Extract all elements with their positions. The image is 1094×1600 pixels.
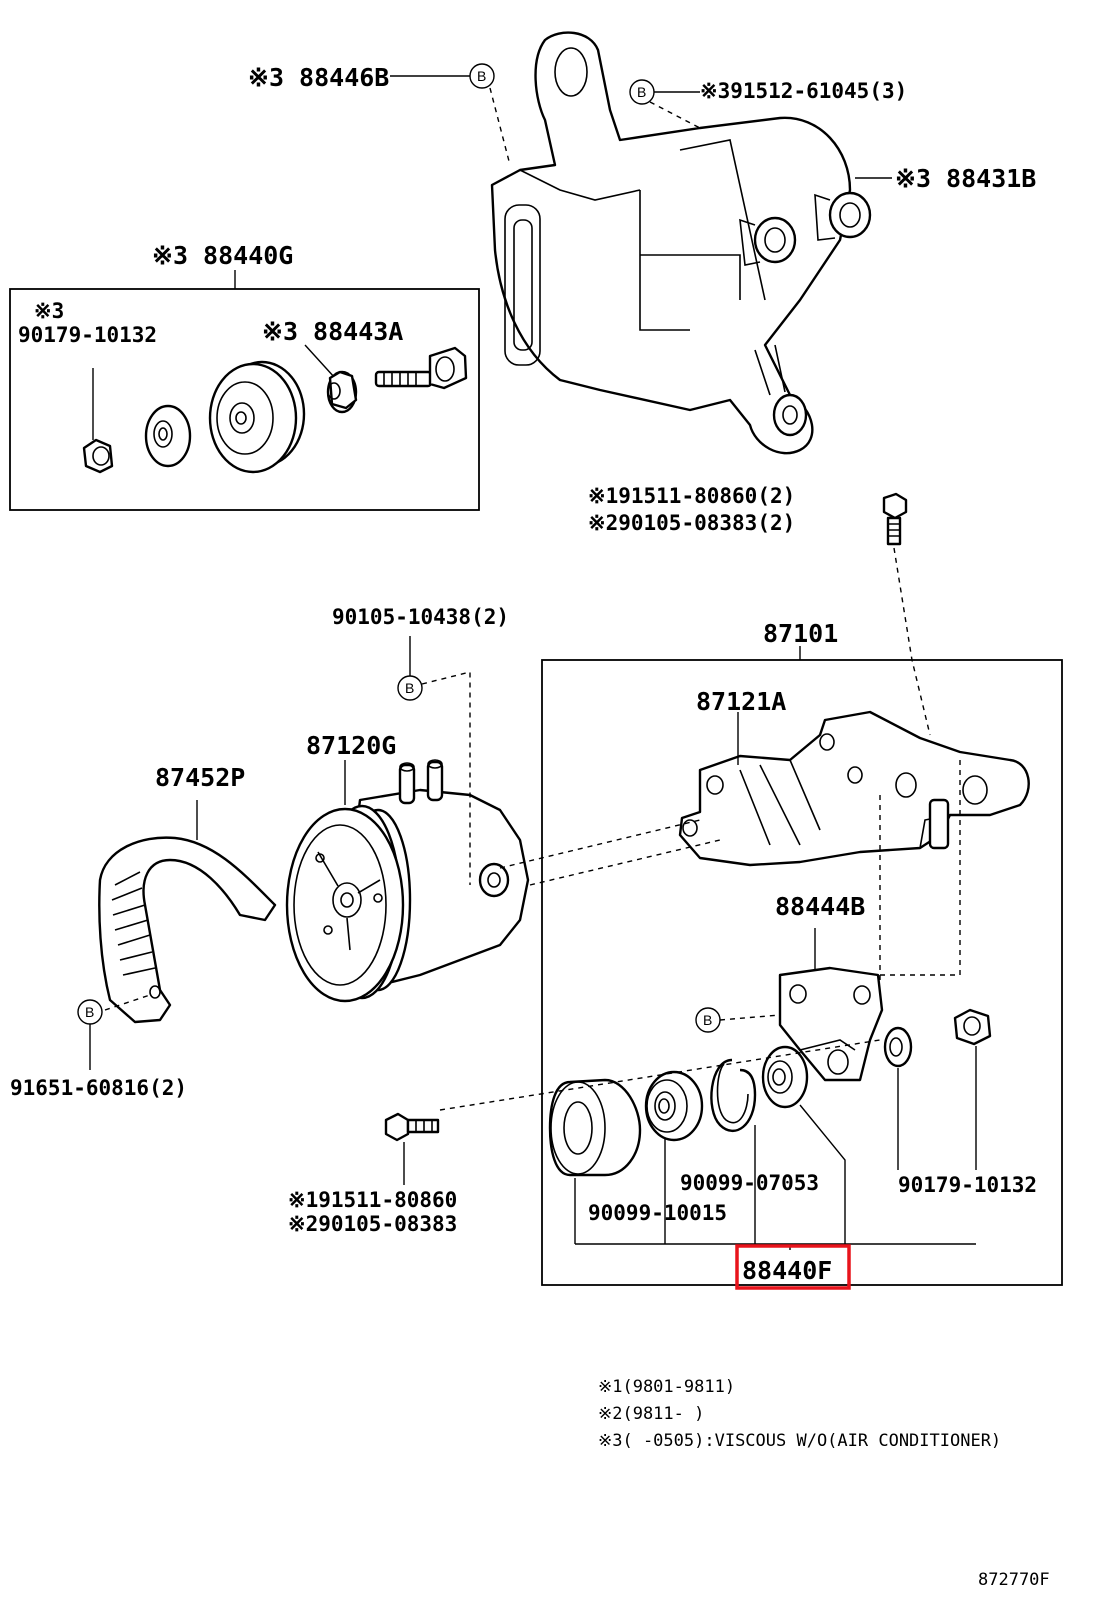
belt-guard-87452p [98,836,277,1024]
bolt-stud [374,346,468,390]
label-90179-10132-a: 90179-10132 [18,323,157,347]
label-90099-10015: 90099-10015 [588,1201,727,1225]
nut-90179-10132 [953,1008,992,1046]
label-90179-10132-b: 90179-10132 [898,1173,1037,1197]
note-1: ※1(9801-9811) [598,1377,735,1397]
label-90105-10438: 90105-10438(2) [332,605,509,629]
label-87452p: 87452P [155,763,245,792]
label-88444b: 88444B [775,892,865,921]
label-87101: 87101 [763,619,838,648]
label-90105-08383-top: ※290105-08383(2) [588,511,795,535]
bolt-marker-label: B [703,1012,712,1028]
label-90179-mark: ※3 [34,299,64,323]
label-88440f[interactable]: 88440F [742,1256,832,1285]
label-91511-80860-bottom: ※191511-80860 [288,1188,457,1212]
highlight-box-88440f [735,1244,851,1290]
label-91512-61045: ※391512-61045(3) [700,79,907,103]
nut-90179 [82,438,114,474]
bolt-marker-label: B [637,84,646,100]
collar-88443a [326,370,358,414]
bracket-88431b [490,31,872,455]
bolt-marker-label: B [477,68,486,84]
label-90099-07053: 90099-07053 [680,1171,819,1195]
diagram-number: 872770F [978,1570,1050,1590]
group-box-88440g [9,288,480,511]
note-3: ※3( -0505):VISCOUS W/O(AIR CONDITIONER) [598,1431,1001,1451]
bolt-91511 [882,492,908,546]
label-91651-60816: 91651-60816(2) [10,1076,187,1100]
bolt-marker-label: B [85,1004,94,1020]
idler-pulley [208,360,306,474]
power-steering-pump-87120g [285,759,530,1003]
label-87121a: 87121A [696,687,786,716]
label-88431b: ※3 88431B [895,164,1036,193]
label-88446b: ※3 88446B [248,63,389,92]
label-87120g: 87120G [306,731,396,760]
bearing-90099-10015 [644,1070,704,1142]
bolt-91511-bottom [384,1112,440,1142]
bolt-marker-label: B [405,680,414,696]
label-88443a: ※3 88443A [262,317,403,346]
bushing [761,1045,809,1109]
group-box-87101 [541,659,1063,1286]
washer-small [883,1026,913,1068]
note-2: ※2(9811- ) [598,1404,704,1424]
label-91511-80860-top: ※191511-80860(2) [588,484,795,508]
idler-pulley-88440f [548,1078,642,1177]
label-88440g: ※3 88440G [152,241,293,270]
label-90105-08383-bottom: ※290105-08383 [288,1212,457,1236]
bracket-87121a [678,710,1030,867]
snap-ring-90099-07053 [710,1058,757,1132]
bolt-marker-b [469,63,495,89]
washer [144,404,192,468]
